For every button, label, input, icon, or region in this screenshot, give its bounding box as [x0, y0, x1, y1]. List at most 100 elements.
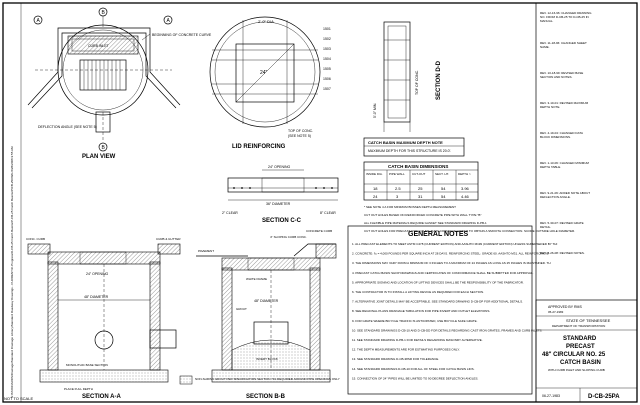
title-date: 06-27-1983: [542, 394, 560, 398]
general-note-item: 13. SEE STANDARD DRAWING D-CB-38SR FOR T…: [352, 357, 439, 361]
beginning-curve-label: BEGINNING OF CONCRETE CURVE: [152, 33, 212, 37]
dimensions-table: CATCH BASIN DIMENSIONS INSIDE DIA. PIPE …: [363, 161, 575, 233]
bb-left-wall: [221, 267, 233, 371]
section-cc-slab: [227, 177, 339, 193]
plan-view: CURB INLET A A B B BEGINNING OF CONCRETE…: [27, 7, 212, 160]
table-cell: 3: [396, 194, 399, 199]
cc-clear-label: 2" CLEAR: [222, 211, 238, 215]
approved-text: APPROVED BY RMS: [548, 305, 582, 309]
table-cell: 4.46: [461, 194, 470, 199]
bar-marks: 1501 1502 1503 1504 1505 1506 1507: [323, 27, 331, 91]
bb-base: [211, 369, 331, 383]
table-footnote: CUT OUT HOLES FOR PRECAST STRUCTURE TURN…: [364, 229, 575, 233]
lid-top-conc-label: TOP OF CONC.: [288, 129, 313, 133]
table-cell: 54: [441, 186, 446, 191]
aa-opening-label: 24" OPENING: [86, 272, 109, 276]
general-note-item: 4. PRECAST CATCH BASIN SHOP DRAWINGS AND…: [352, 271, 534, 275]
bb-diameter-label: 48" DIAMETER: [254, 299, 279, 303]
cc-diameter-label: 36" DIAMETER: [266, 202, 291, 206]
table-cell: 18: [373, 186, 378, 191]
general-note-item: 3. THE DIMENSIONS MAY VARY FROM A MINIMU…: [352, 261, 551, 265]
aa-curb: [27, 243, 51, 255]
general-note-item: 12. THE DEPTH MEASUREMENTS ARE FOR ESTIM…: [352, 348, 460, 352]
general-notes-title: GENERAL NOTES: [408, 231, 468, 238]
lid-center-dim: 24": [260, 70, 268, 76]
aa-diameter-label: 48" DIAMETER: [84, 295, 109, 299]
curb-inlet: [67, 35, 139, 55]
grate: [79, 59, 127, 91]
general-note-item: 9. FOR GRATE WHERE BICYCLE TRAFFIC IS AN…: [352, 319, 478, 323]
section-dd: 5'-0" MIN. TOP OF CONC. SECTION D-D: [373, 21, 442, 132]
table-cell: 2.5: [395, 186, 401, 191]
scale-note: NOT TO SCALE: [4, 396, 33, 401]
bb-curb: [315, 243, 337, 259]
title-heading1: STANDARD: [563, 336, 597, 342]
bb-pavement-label: PAVEMENT: [198, 249, 214, 253]
table-cell: 3.96: [461, 186, 470, 191]
general-note-item: 15. CONNECTION OF 24" PIPES WILL BE LIMI…: [352, 376, 479, 380]
revision-item: REV. 8-26-08: REVISED NOTES.: [540, 251, 585, 255]
plan-view-title: PLAN VIEW: [82, 154, 116, 160]
section-b-letter-bottom: B: [102, 145, 106, 151]
title-heading2: PRECAST: [566, 344, 595, 350]
aa-base: [39, 369, 169, 383]
dd-top-conc-label: TOP OF CONC.: [415, 70, 419, 95]
general-note-item: 2. CONCRETE: f'c = 4,000 POUNDS PER SQUA…: [352, 252, 549, 256]
bb-top-slab: [221, 257, 321, 271]
title-subtitle: WITH CURB INLET AND SLOPING CURB: [548, 368, 605, 372]
general-note-item: 10. SEE STANDARD DRAWINGS D-CB-10 AND D-…: [352, 328, 543, 332]
general-note-item: 5. APPROPRIATE SIGNING AND LOCATION OF L…: [352, 280, 524, 284]
title-heading3: 48" CIRCULAR NO. 25: [542, 352, 606, 358]
bar-mark: 1501: [323, 27, 331, 31]
aa-top-slab: [47, 251, 161, 265]
table-cell: 25: [418, 186, 423, 191]
general-note-item: 11. SEE STANDARD DRAWING D-PB-1 FOR DETA…: [352, 338, 483, 342]
cc-opening-label: 24" OPENING: [268, 165, 291, 169]
section-aa-title: SECTION A-A: [82, 394, 121, 400]
bar-mark: 1505: [323, 67, 331, 71]
bar-mark: 1503: [323, 47, 331, 51]
max-depth-title: CATCH BASIN MAXIMUM DEPTH NOTE: [368, 140, 443, 145]
aa-gutter-label: CURB & GUTTER: [156, 237, 181, 241]
section-a-marker-right: [163, 15, 173, 25]
lid-note-ref: (SEE NOTE 5): [288, 134, 311, 138]
lid-reinforcing-title: LID REINFORCING: [232, 144, 286, 150]
bar-mark: 1506: [323, 77, 331, 81]
section-aa: 24" OPENING 48" DIAMETER CONC. CURB CURB…: [26, 237, 181, 400]
general-note-item: 8. SEE REGIONAL PLANS DRAINAGE TABULATIO…: [352, 309, 490, 313]
bar-mark: 1504: [323, 57, 331, 61]
general-notes: GENERAL NOTES 1. ALL PRECAST ELEMENTS TO…: [347, 225, 557, 395]
table-header: PIPE WALL: [389, 172, 405, 176]
dd-min-label: 5'-0" MIN.: [373, 103, 377, 118]
max-depth-note: CATCH BASIN MAXIMUM DEPTH NOTE MAXIMUM D…: [363, 137, 465, 157]
table-footnote: CUT OUT HOLES BASED ON REINFORCED CONCRE…: [364, 213, 481, 217]
max-depth-text: MAXIMUM DEPTH FOR THIS STRUCTURE IS 20.0…: [368, 149, 451, 153]
aa-pipe: [149, 329, 177, 349]
dept-line2: DEPARTMENT OF TRANSPORTATION: [552, 324, 605, 328]
bar-mark: 1502: [323, 37, 331, 41]
section-bb-title: SECTION B-B: [246, 394, 286, 400]
table-header: SECT. HT.: [435, 172, 449, 176]
drawing-number: D-CB-25PA: [588, 394, 620, 400]
section-b-marker-bottom: [98, 142, 108, 152]
aa-left-wall: [47, 261, 59, 371]
aa-curb-label: CONC. CURB: [26, 237, 45, 241]
deflection-label: DEFLECTION ANGLE (SEE NOTE 5): [38, 125, 97, 129]
general-notes-box: [347, 225, 533, 395]
section-bb: PAVEMENT WHITE FRAME GROUT 48" DIAMETER …: [196, 229, 337, 400]
bb-sloping-curb-label: 4" SLOPING CURB CONC.: [270, 235, 307, 239]
bb-concrete-curb-label: CONCRETE CURB: [306, 229, 332, 233]
lid-reinforcing: 2'-0" DIA. 24" TOP OF CONC. (SEE NOTE 5)…: [209, 16, 331, 150]
title-block: APPROVED BY RMS 05-27-1983 STATE OF TENN…: [535, 299, 638, 403]
section-cc-title: SECTION C-C: [262, 218, 302, 224]
aa-base-label: MONOLITHIC BASE SECTION: [66, 363, 108, 367]
table-cell: 54: [441, 194, 446, 199]
bb-invert-label: INVERT BLOCK: [256, 357, 278, 361]
table-header: DEPTH >: [458, 172, 471, 176]
